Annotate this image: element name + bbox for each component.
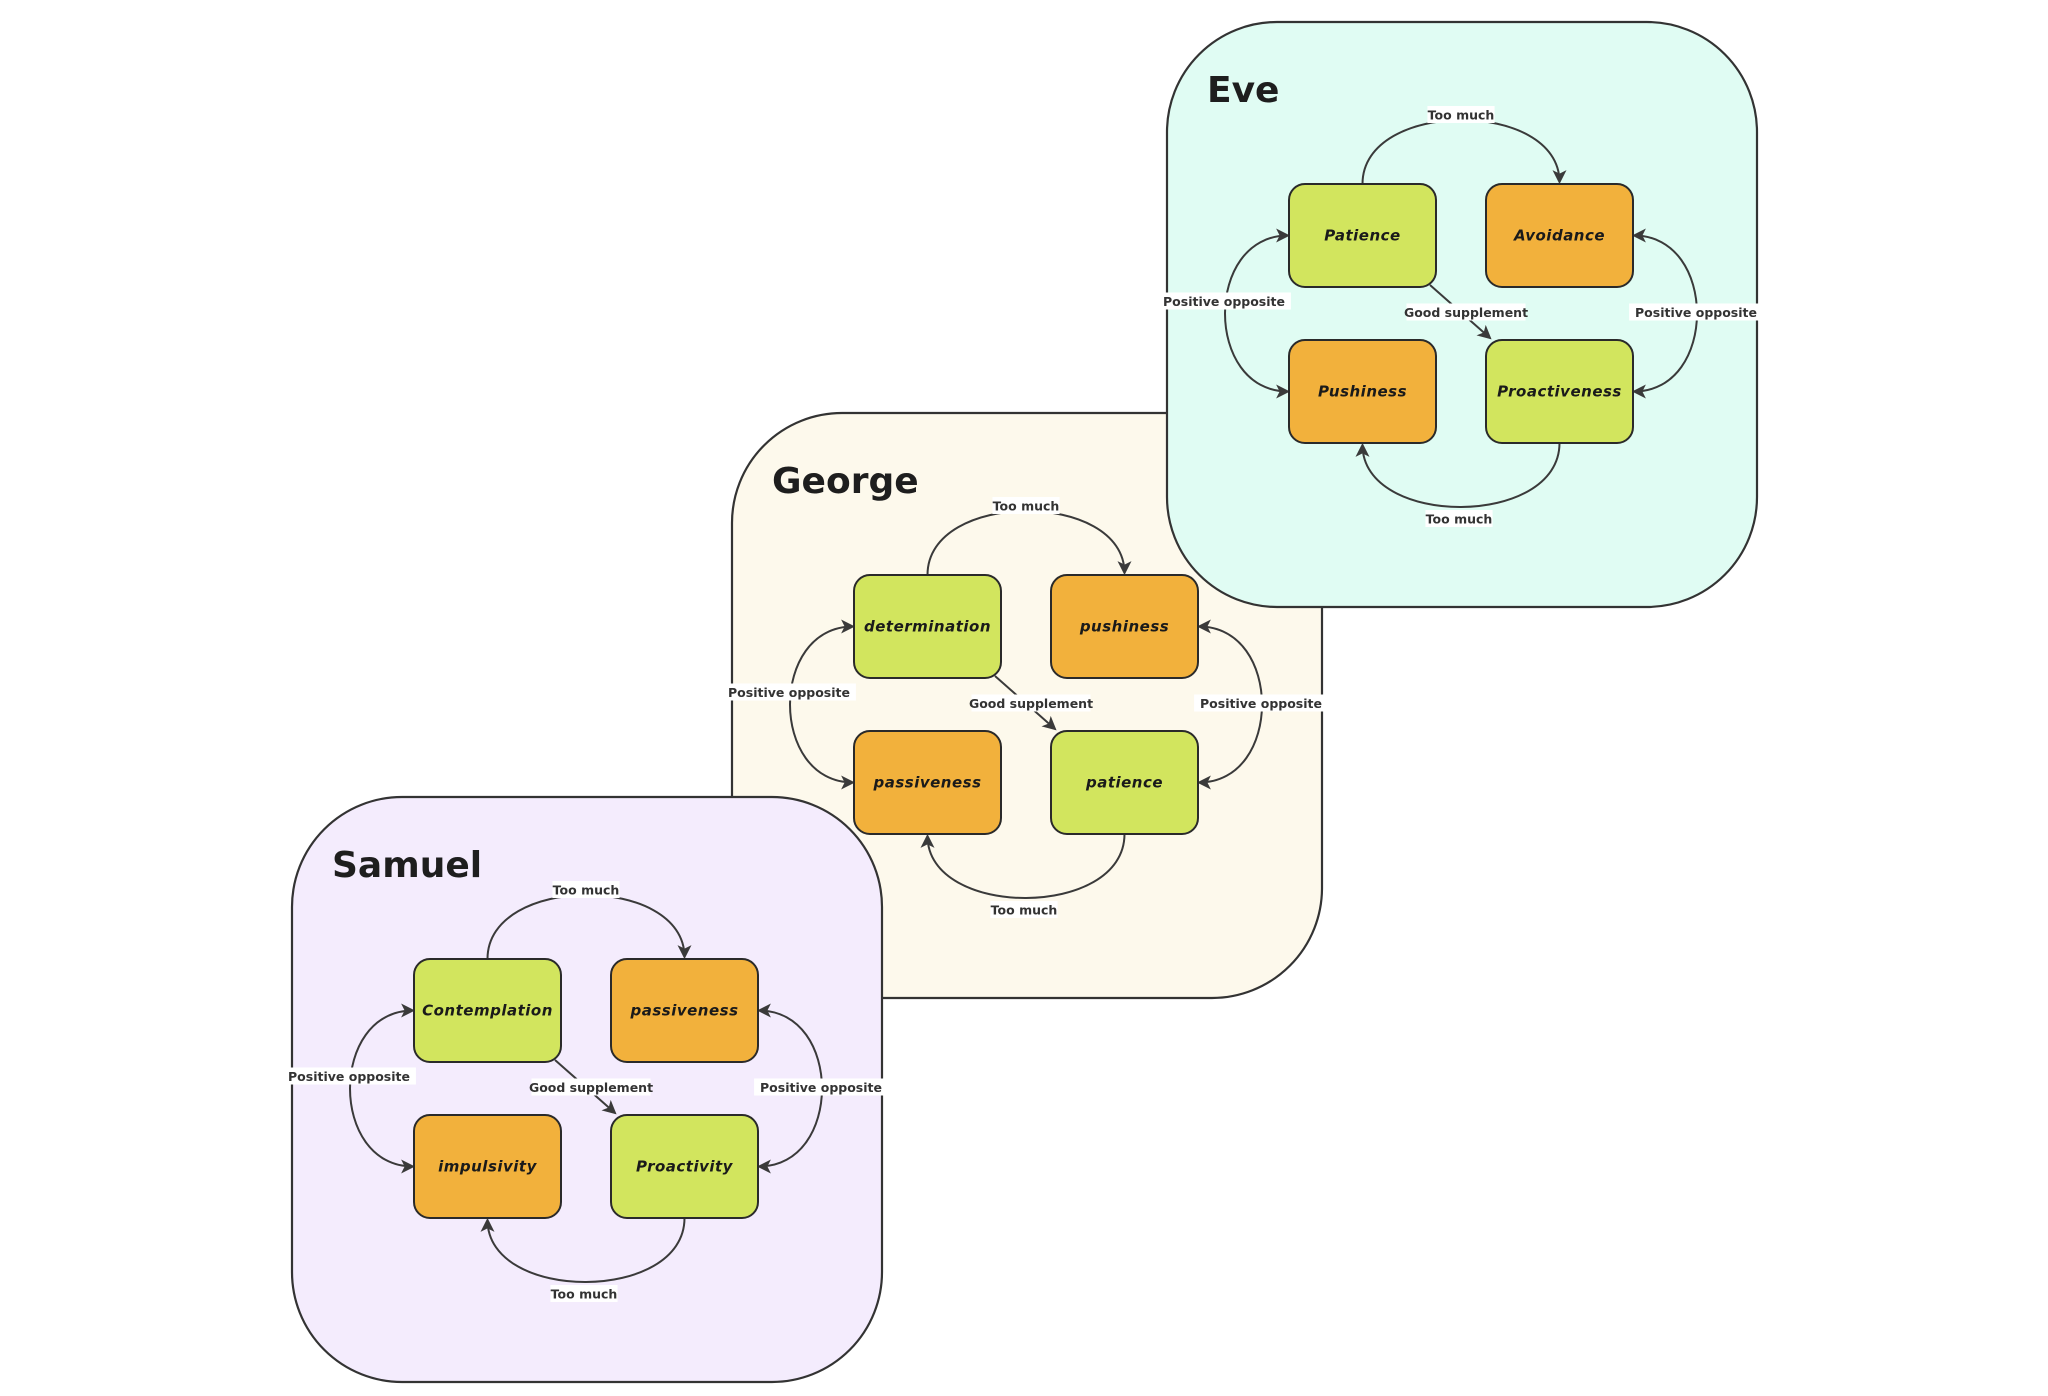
edge-right-label: Positive opposite [1200, 696, 1322, 711]
edge-right-label: Positive opposite [1635, 305, 1757, 320]
edge-left-label: Positive opposite [288, 1069, 410, 1084]
node-tl[interactable]: Patience [1288, 183, 1437, 288]
edge-top-label-bg [992, 497, 1060, 514]
node-bl[interactable]: passiveness [853, 730, 1002, 835]
node-br[interactable]: Proactivity [610, 1114, 759, 1219]
edge-bottom-label: Too much [991, 903, 1058, 918]
edge-right-label-bg [1629, 303, 1763, 321]
edge-bottom-arrow [920, 833, 1126, 899]
node-box[interactable] [1288, 339, 1437, 444]
node-label: Patience [1324, 227, 1400, 245]
edge-bottom-arrow [1355, 442, 1561, 508]
node-br[interactable]: patience [1050, 730, 1199, 835]
edge-left-arrow [349, 1003, 416, 1174]
node-label: passiveness [872, 774, 981, 792]
node-box[interactable] [413, 958, 562, 1063]
edge-left-label-bg [1157, 292, 1291, 310]
node-box[interactable] [610, 1114, 759, 1219]
edge-bottom-arrow [480, 1217, 686, 1283]
edge-diag-label: Good supplement [969, 696, 1093, 711]
node-tr[interactable]: Avoidance [1485, 183, 1634, 288]
edge-top-label-bg [552, 881, 620, 898]
node-tr[interactable]: pushiness [1050, 574, 1199, 679]
node-label: Avoidance [1513, 227, 1605, 245]
edge-bottom-label: Too much [1426, 512, 1493, 527]
edge-top-label-bg [1427, 106, 1495, 123]
edge-bottom-label-bg [990, 901, 1058, 918]
panel-title: Samuel [332, 845, 482, 886]
node-tr[interactable]: passiveness [610, 958, 759, 1063]
node-label: impulsivity [438, 1158, 537, 1176]
node-box[interactable] [413, 1114, 562, 1219]
node-label: Proactivity [636, 1158, 734, 1176]
edge-diag-label-bg [531, 1078, 651, 1096]
edge-right-label-bg [1194, 694, 1328, 712]
edge-diag-label-bg [1406, 303, 1526, 321]
edge-bottom-label-bg [1425, 510, 1493, 527]
edge-left-label: Positive opposite [728, 685, 850, 700]
node-label: Pushiness [1318, 383, 1407, 401]
edge-diag-label: Good supplement [529, 1080, 653, 1095]
node-box[interactable] [1050, 574, 1199, 679]
node-bl[interactable]: impulsivity [413, 1114, 562, 1219]
node-label: passiveness [629, 1002, 738, 1020]
panel-george: George determination pushiness passiveness p… [722, 411, 1328, 1000]
edge-diag-label-bg [971, 694, 1091, 712]
node-label: Proactiveness [1497, 383, 1622, 401]
panel-title: George [772, 461, 919, 502]
edge-top-label: Too much [553, 883, 620, 898]
edge-left-arrow [789, 619, 856, 790]
edge-left-arrow [1224, 228, 1291, 399]
node-box[interactable] [1050, 730, 1199, 835]
node-box[interactable] [610, 958, 759, 1063]
panel-title: Eve [1207, 70, 1279, 111]
node-tl[interactable]: determination [853, 574, 1002, 679]
edge-right-label-bg [754, 1078, 888, 1096]
node-bl[interactable]: Pushiness [1288, 339, 1437, 444]
node-box[interactable] [1485, 183, 1634, 288]
edge-left-label: Positive opposite [1163, 294, 1285, 309]
node-tl[interactable]: Contemplation [413, 958, 562, 1063]
edge-bottom-label-bg [550, 1285, 618, 1302]
edge-left-label-bg [282, 1067, 416, 1085]
node-box[interactable] [1485, 339, 1634, 444]
node-box[interactable] [1288, 183, 1437, 288]
node-label: patience [1085, 774, 1163, 792]
node-box[interactable] [853, 730, 1002, 835]
edge-right-label: Positive opposite [760, 1080, 882, 1095]
edge-top-label: Too much [1428, 108, 1495, 123]
node-label: Contemplation [422, 1002, 553, 1020]
edge-top-label: Too much [993, 499, 1060, 514]
edge-left-label-bg [722, 683, 856, 701]
edge-diag-label: Good supplement [1404, 305, 1528, 320]
node-br[interactable]: Proactiveness [1485, 339, 1634, 444]
node-label: pushiness [1079, 618, 1169, 636]
node-label: determination [864, 618, 991, 636]
node-box[interactable] [853, 574, 1002, 679]
edge-bottom-label: Too much [551, 1287, 618, 1302]
